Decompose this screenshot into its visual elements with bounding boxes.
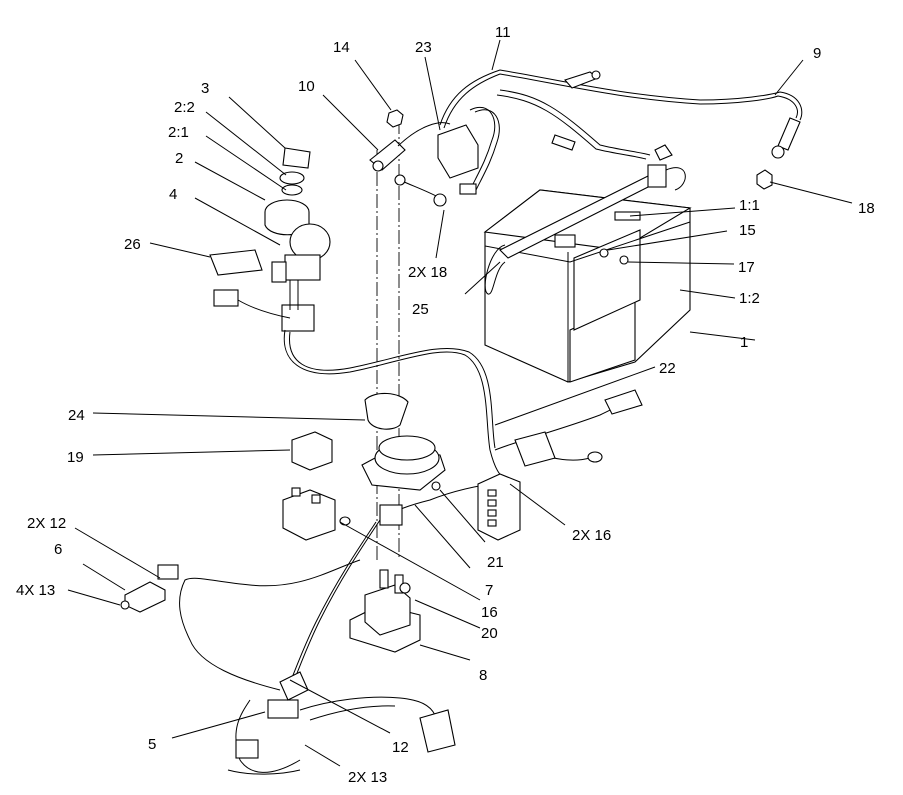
battery <box>483 189 692 383</box>
terminal-boot <box>364 392 409 430</box>
callout-21: 21 <box>487 554 504 571</box>
callout-20: 20 <box>481 625 498 642</box>
callout-16: 16 <box>481 604 498 621</box>
positive-battery-cable <box>439 69 803 159</box>
relay-socket <box>282 487 403 541</box>
callout-1-1: 1:1 <box>739 197 760 214</box>
relay <box>291 431 333 471</box>
callout-2: 2 <box>175 150 183 167</box>
connector-block-16 <box>477 473 521 541</box>
callout-24: 24 <box>68 407 85 424</box>
callout-2x18: 2X 18 <box>408 264 447 281</box>
connector-26 <box>209 249 263 276</box>
starter-solenoid <box>349 569 421 653</box>
callout-2-1: 2:1 <box>168 124 189 141</box>
bolt-18 <box>756 169 773 190</box>
callout-2-2: 2:2 <box>174 99 195 116</box>
callout-18: 18 <box>858 200 875 217</box>
callout-4: 4 <box>169 186 177 203</box>
callout-1-2: 1:2 <box>739 290 760 307</box>
callout-14: 14 <box>333 39 350 56</box>
callout-12: 12 <box>392 739 409 756</box>
assembly-center-line <box>376 120 400 560</box>
callout-6: 6 <box>54 541 62 558</box>
callout-2x13: 2X 13 <box>348 769 387 786</box>
callout-17: 17 <box>738 259 755 276</box>
callout-labels: 1 1:1 1:2 2 2:1 2:2 3 4 5 6 7 8 9 10 11 … <box>16 24 875 786</box>
callout-26: 26 <box>124 236 141 253</box>
battery-terminals <box>554 144 686 265</box>
negative-battery-cable <box>496 70 651 160</box>
callout-4x13: 4X 13 <box>16 582 55 599</box>
callout-22: 22 <box>659 360 676 377</box>
ignition-switch <box>264 147 331 332</box>
fuse-holder <box>120 564 179 613</box>
start-solenoid-mount <box>361 435 446 491</box>
hex-nut-14 <box>386 109 404 128</box>
callout-2x16: 2X 16 <box>572 527 611 544</box>
callout-19: 19 <box>67 449 84 466</box>
callout-8: 8 <box>479 667 487 684</box>
callout-1: 1 <box>740 334 748 351</box>
callout-9: 9 <box>813 45 821 62</box>
callout-25: 25 <box>412 301 429 318</box>
callout-leaders <box>67 39 853 767</box>
lower-connectors <box>227 671 456 775</box>
callout-10: 10 <box>298 78 315 95</box>
plug-connector <box>213 289 239 307</box>
callout-7: 7 <box>485 582 493 599</box>
fuse-block <box>437 124 479 179</box>
callout-23: 23 <box>415 39 432 56</box>
callout-15: 15 <box>739 222 756 239</box>
callout-11: 11 <box>495 24 511 41</box>
callout-5: 5 <box>148 736 156 753</box>
callout-3: 3 <box>201 80 209 97</box>
callout-2x12: 2X 12 <box>27 515 66 532</box>
